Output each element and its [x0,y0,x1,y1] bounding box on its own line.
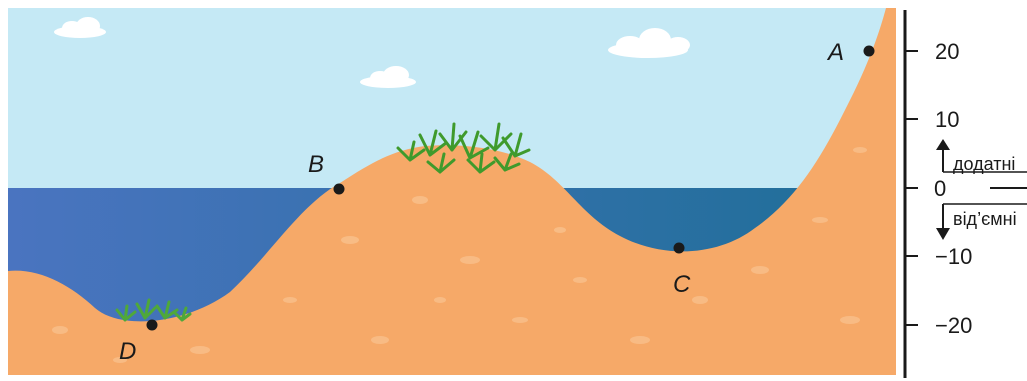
up-arrow-icon [936,139,950,172]
point-b-label: B [308,151,324,178]
scale-tick-label-minus-20: −20 [935,313,972,338]
scale-tick-minus-20: −20 [905,313,972,338]
scale-tick-label-minus-10: −10 [935,244,972,269]
scale-tick-0: 0 [905,176,1027,201]
scale-tick-label-20: 20 [935,39,959,64]
point-a-label: A [826,39,844,66]
elevation-scale: 20 10 0 −10 −20 [905,10,1027,378]
scale-tick-label-0: 0 [934,176,946,201]
point-c-label: C [673,271,691,298]
scale-tick-label-10: 10 [935,107,959,132]
point-d-label: D [119,338,136,365]
sign-legend: додатні від’ємні [936,139,1027,240]
positive-label: додатні [953,154,1015,174]
scale-tick-minus-10: −10 [905,244,972,269]
negative-label: від’ємні [953,209,1017,229]
scale-tick-10: 10 [905,107,959,132]
scale-tick-20: 20 [905,39,959,64]
down-arrow-icon [936,204,950,240]
